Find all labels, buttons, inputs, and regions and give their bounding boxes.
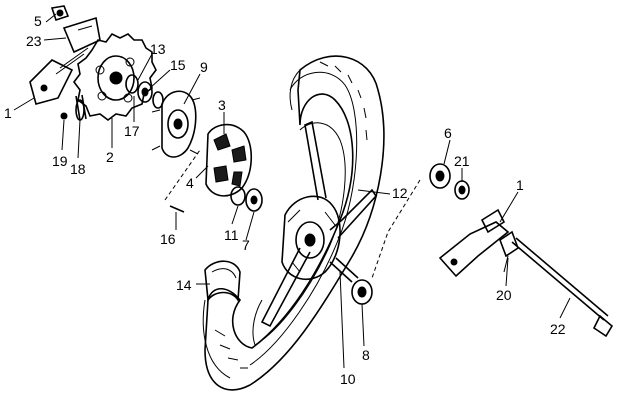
callout-10: 10 [340,371,356,387]
callout-1-right: 1 [516,177,524,193]
callout-8: 8 [362,347,370,363]
callout-3: 3 [218,97,226,113]
tire [202,55,385,391]
leader-lines [13,13,571,369]
rear-axle [511,237,614,338]
callout-5: 5 [34,13,42,29]
callout-22: 22 [550,321,566,337]
bolt-19-and-washer-18 [60,94,87,121]
plate-20 [499,230,519,273]
callout-21: 21 [454,153,470,169]
callout-1-left: 1 [4,105,12,121]
o-ring [230,186,246,206]
callout-23: 23 [26,33,42,49]
callout-4: 4 [186,175,194,191]
bearing-right [351,279,373,305]
callout-13: 13 [150,41,166,57]
callout-20: 20 [496,287,512,303]
callout-15: 15 [170,57,186,73]
chain-adjuster-left [29,47,89,105]
sprocket-collars [125,74,164,109]
callout-2: 2 [106,149,114,165]
callout-14: 14 [176,277,192,293]
callout-11: 11 [224,227,239,243]
wheel-spokes [260,120,378,328]
callout-labels: 5 23 1 13 15 9 3 17 2 19 18 4 16 11 7 12… [4,13,566,387]
damper-rubber [205,123,253,197]
sprocket-hub-flange [151,90,201,158]
callout-12: 12 [392,185,408,201]
collar-21 [454,180,470,200]
tire-section-detail [204,260,241,303]
axle-spacer [329,257,359,283]
pin-16 [164,149,201,213]
rear-sprocket [73,32,157,121]
rim [252,122,346,346]
callout-9: 9 [200,59,208,75]
callout-6: 6 [444,125,452,141]
callout-16: 16 [160,231,176,247]
callout-19: 19 [52,153,68,169]
chain-adjuster-right [438,208,510,278]
callout-18: 18 [70,161,86,177]
callout-17: 17 [124,123,140,139]
bearing-left [245,188,263,212]
nut-5 [50,5,70,22]
bearing-6 [371,163,451,279]
callout-7: 7 [242,237,250,253]
wheel-hub [281,195,341,281]
